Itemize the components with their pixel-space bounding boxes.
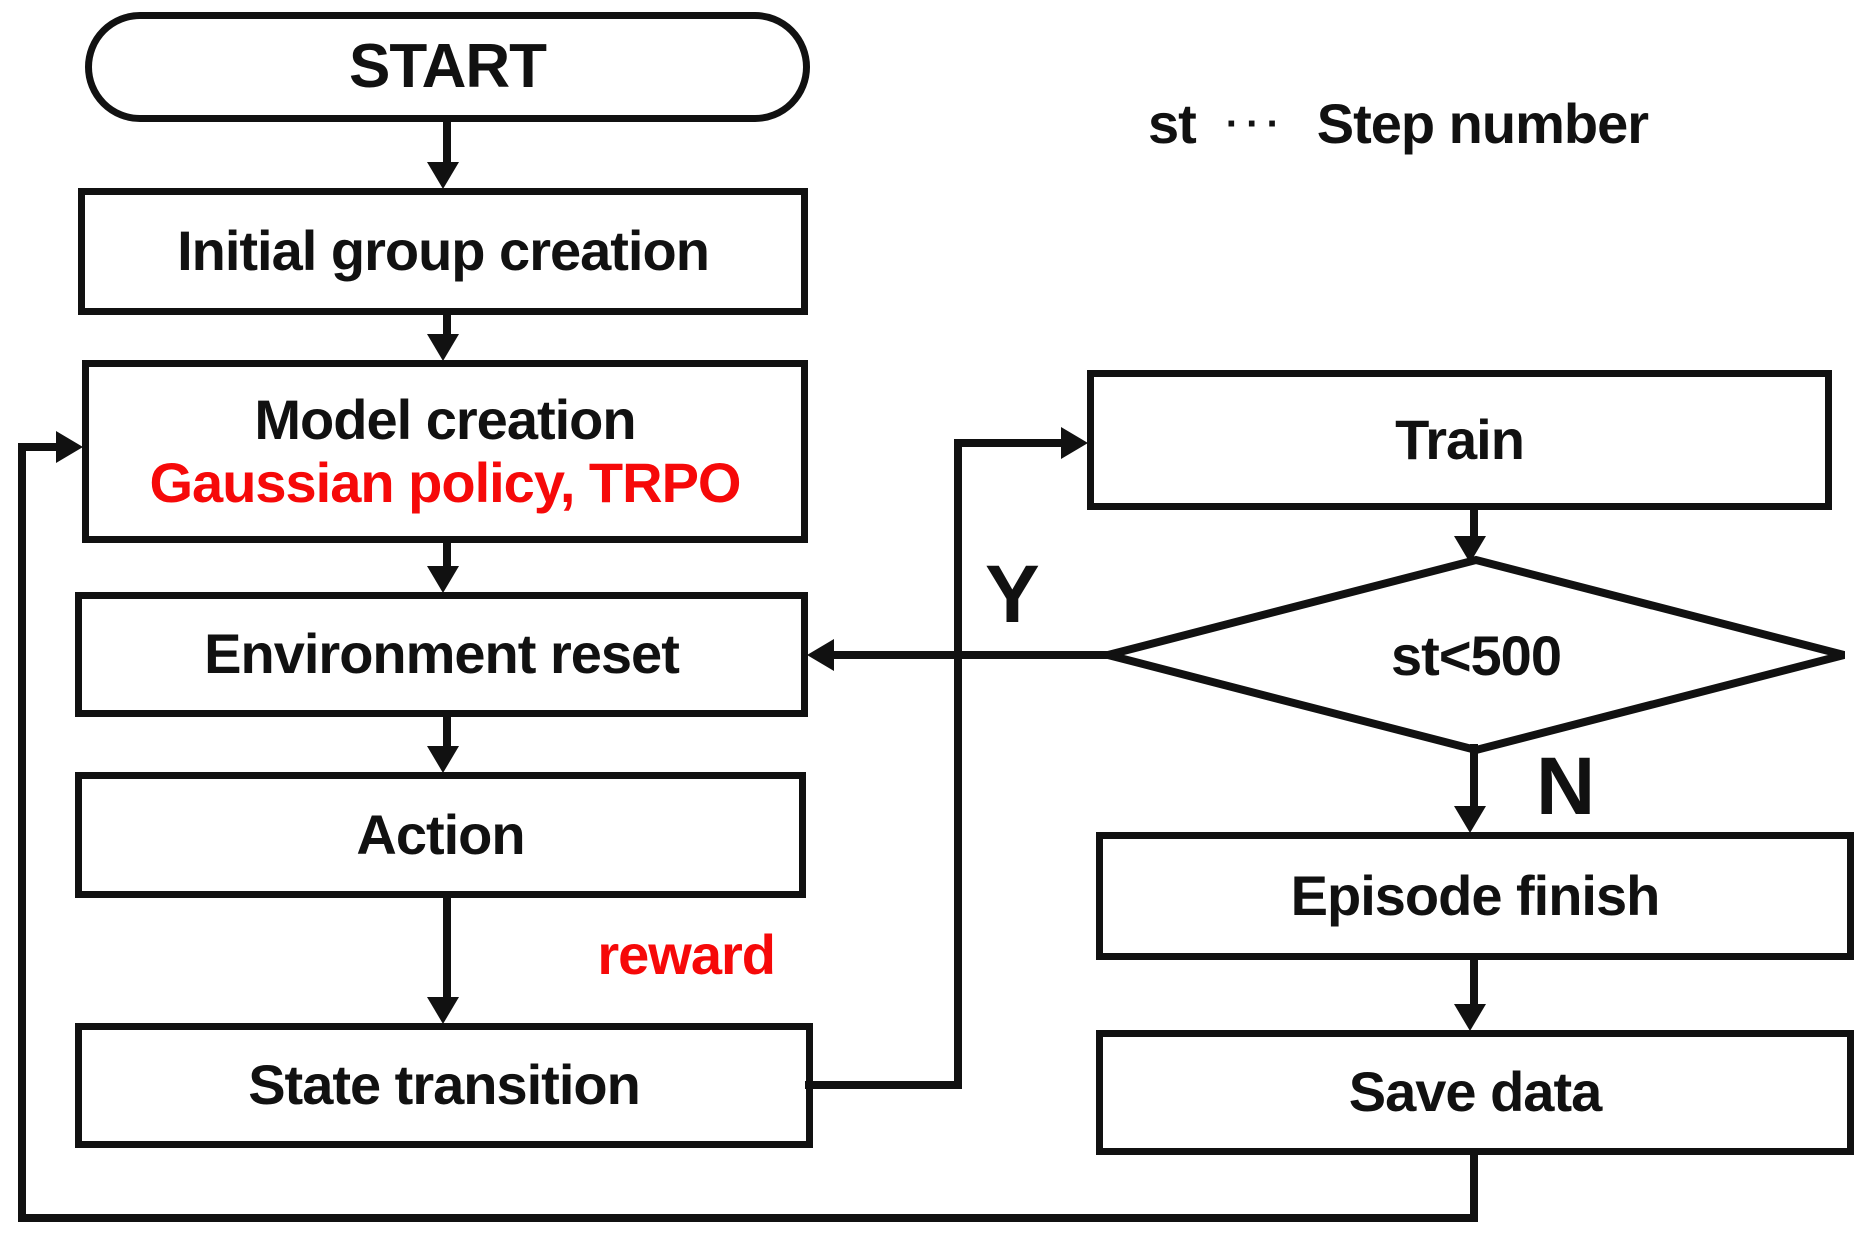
arrowhead-down-icon [427,162,459,189]
connector-envreset-action [443,715,451,751]
connector-loop-h-bottom [18,1214,1478,1222]
arrowhead-down-icon [1454,1004,1486,1031]
action-node: Action [75,772,806,898]
model-creation-title: Model creation [254,387,636,451]
state-transition-node: State transition [75,1023,813,1148]
arrowhead-down-icon [427,334,459,361]
arrowhead-down-icon [427,997,459,1024]
connector-initial-model [443,311,451,339]
legend: st ··· Step number [1148,88,1649,158]
diamond-shape [1107,555,1845,755]
train-node: Train [1087,370,1832,510]
episode-finish-label: Episode finish [1290,863,1661,927]
start-terminator: START [85,12,810,122]
ellipsis-icon: ··· [1225,101,1287,146]
no-branch-label: N [1536,741,1596,832]
environment-reset-node: Environment reset [75,592,808,717]
connector-action-state [443,896,451,1002]
arrowhead-right-icon [56,431,83,463]
start-label: START [348,32,547,102]
arrowhead-down-icon [427,566,459,593]
connector-loop-v-left [18,443,26,1222]
connector-episode-save [1470,957,1478,1008]
connector-state-train-v [954,439,962,1089]
initial-group-creation-node: Initial group creation [78,188,808,315]
save-data-label: Save data [1348,1060,1602,1124]
environment-reset-label: Environment reset [204,622,680,686]
train-label: Train [1395,407,1525,471]
connector-loop-v-right [1470,1153,1478,1222]
legend-symbol: st [1148,91,1197,155]
connector-start-initial [443,120,451,166]
arrowhead-right-icon [1061,427,1088,459]
arrowhead-down-icon [1454,806,1486,833]
connector-state-train-h1 [805,1081,962,1089]
reward-label: reward [597,923,776,986]
step-decision-label: st<500 [1391,623,1562,687]
connector-model-envreset [443,541,451,571]
yes-branch-label: Y [985,549,1040,640]
connector-state-train-h2 [958,439,1061,447]
arrowhead-left-icon [807,639,834,671]
action-label: Action [356,802,525,866]
step-decision-diamond: st<500 [1100,552,1852,758]
arrowhead-down-icon [427,746,459,773]
legend-description: Step number [1316,91,1649,155]
connector-decision-episode [1470,744,1478,810]
connector-train-decision [1470,508,1478,540]
save-data-node: Save data [1096,1030,1854,1155]
model-creation-subtitle: Gaussian policy, TRPO [149,450,741,514]
state-transition-label: State transition [248,1053,641,1117]
connector-decision-envreset [833,651,1116,659]
initial-group-creation-label: Initial group creation [177,219,710,283]
connector-loop-h-stub [18,443,58,451]
arrowhead-down-icon [1454,536,1486,563]
model-creation-node: Model creation Gaussian policy, TRPO [82,360,808,543]
episode-finish-node: Episode finish [1096,832,1854,960]
